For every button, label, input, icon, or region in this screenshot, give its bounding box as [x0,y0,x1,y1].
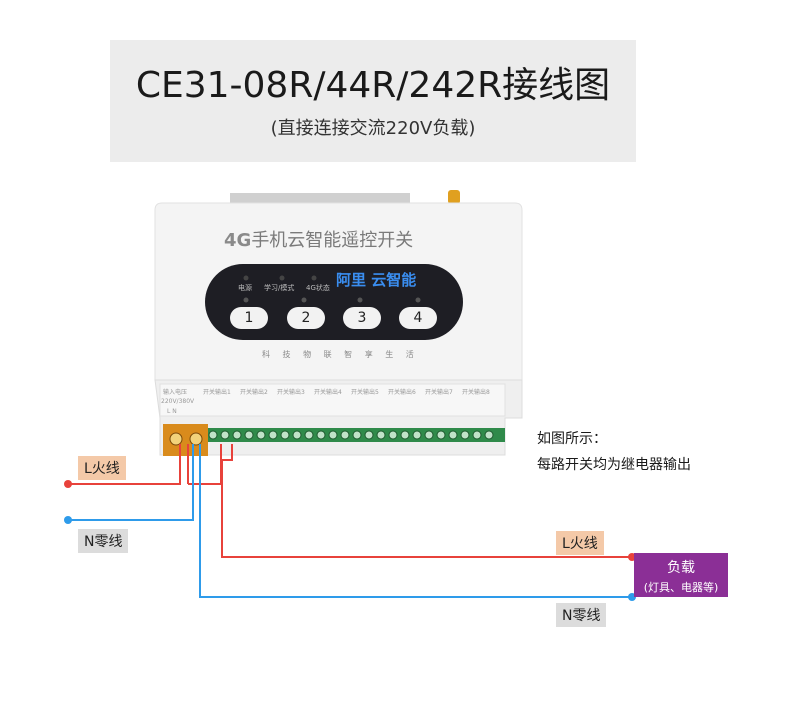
live-wire-in [68,444,181,485]
terminal-screw [292,430,302,440]
terminal-screw [412,430,422,440]
terminal-screw [208,430,218,440]
input-voltage-label: 输入电压 [163,389,188,396]
load-subtitle: (灯具、电器等) [643,581,719,594]
neutral-out-label: N零线 [556,603,607,627]
input-screw-l [169,432,183,446]
terminal-screw [280,430,290,440]
terminal-screw [364,430,374,440]
output-label-2: 开关输出2 [240,389,268,396]
terminal-screw [352,430,362,440]
model-text: 手机云智能遥控开关 [251,230,414,251]
terminal-screw [268,430,278,440]
device-model: 4G手机云智能遥控开关 [224,226,413,252]
terminal-screw [244,430,254,440]
indicator-label-4g: 4G状态 [306,284,330,292]
live-wire-out [221,444,632,558]
output-label-1: 开关输出1 [203,389,231,396]
label-strip [159,383,506,417]
led-4 [415,297,421,303]
terminal-screw [436,430,446,440]
output-label-7: 开关输出7 [425,389,453,396]
led-2 [301,297,307,303]
neutral-wire-in [68,444,194,521]
neutral-in-dot [64,516,72,524]
note-line-2: 每路开关均为继电器输出 [537,457,691,473]
input-terminal-marks: L N [167,408,177,415]
indicator-label-power: 电源 [238,284,252,292]
model-prefix: 4G [224,230,252,251]
load-title: 负载 [667,560,695,576]
neutral-wire-out [199,444,632,598]
channel-button-2[interactable]: 2 [287,307,325,329]
terminal-screw [460,430,470,440]
live-out-label: L火线 [556,531,604,555]
device-slogan: 科 技 物 联 智 享 生 活 [262,350,419,359]
4g-led [311,275,317,281]
terminal-screw [304,430,314,440]
input-voltage-value: 220V/380V [161,398,195,405]
terminal-screw [400,430,410,440]
input-screw-n [189,432,203,446]
live-in-label: L火线 [78,456,126,480]
neutral-in-label: N零线 [78,529,129,553]
terminal-screw [256,430,266,440]
output-label-5: 开关输出5 [351,389,379,396]
load-box: 负载 (灯具、电器等) [634,553,728,597]
terminal-screw [232,430,242,440]
antenna-stub [448,190,460,204]
learn-led [279,275,285,281]
terminal-screw [376,430,386,440]
output-terminals [208,430,494,440]
page-title: CE31-08R/44R/242R接线图 [135,65,611,106]
live-in-dot [64,480,72,488]
control-panel [205,264,463,340]
terminal-screw [472,430,482,440]
channel-button-4[interactable]: 4 [399,307,437,329]
terminal-screw [484,430,494,440]
indicator-label-learn: 学习/模式 [264,284,295,292]
terminal-screw [328,430,338,440]
note: 如图所示： 每路开关均为继电器输出 [537,426,691,478]
terminal-screw [316,430,326,440]
power-led [243,275,249,281]
terminal-screw [448,430,458,440]
brand-label: 阿里 云智能 [336,271,417,289]
output-label-4: 开关输出4 [314,389,342,396]
page-subtitle: (直接连接交流220V负载) [270,118,476,139]
channel-button-1[interactable]: 1 [230,307,268,329]
device-top-rail [230,193,410,203]
terminal-screw [424,430,434,440]
terminal-screw [388,430,398,440]
led-3 [357,297,363,303]
channel-button-3[interactable]: 3 [343,307,381,329]
terminal-screw [220,430,230,440]
note-line-1: 如图所示： [537,431,607,447]
terminal-screw [340,430,350,440]
title-box: CE31-08R/44R/242R接线图 (直接连接交流220V负载) [110,40,636,162]
led-1 [243,297,249,303]
output-label-6: 开关输出6 [388,389,416,396]
output-label-8: 开关输出8 [462,389,490,396]
output-label-3: 开关输出3 [277,389,305,396]
